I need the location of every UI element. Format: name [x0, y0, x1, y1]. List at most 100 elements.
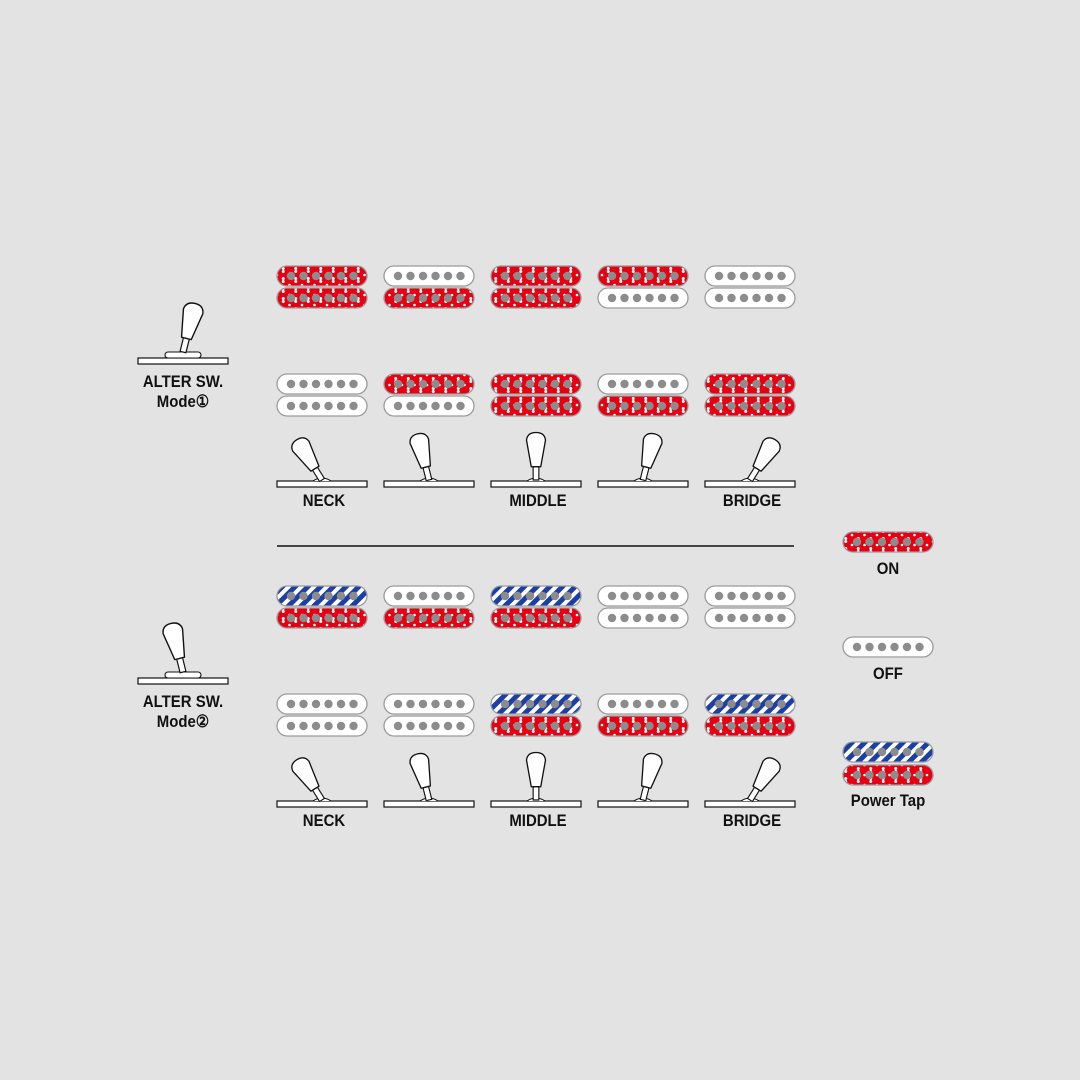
pole-piece	[727, 613, 736, 623]
pickup-row1-pos2	[383, 265, 475, 309]
pole-piece	[670, 293, 679, 303]
alter-mode-label: Mode①	[157, 393, 209, 411]
pole-piece	[286, 271, 296, 281]
coil-body	[490, 265, 582, 287]
selector-lever	[639, 752, 663, 802]
selector-position-1: NECK	[276, 757, 368, 830]
pole-piece	[714, 613, 724, 623]
pole-piece	[525, 293, 535, 303]
coil-body	[383, 607, 475, 629]
pole-piece	[443, 613, 453, 623]
pole-piece	[714, 591, 724, 601]
pole-piece	[311, 699, 321, 709]
legend-off-label: OFF	[873, 665, 903, 683]
selector-lever	[746, 437, 781, 483]
pole-piece	[915, 642, 924, 652]
selector-position-3: MIDDLE	[490, 751, 582, 830]
pickup-coil-on	[383, 607, 475, 629]
pole-piece	[311, 293, 321, 303]
pole-piece	[752, 293, 761, 303]
pickup-coil-on	[597, 265, 689, 287]
selector-position-5: BRIDGE	[704, 757, 796, 830]
pole-piece	[727, 591, 736, 601]
pole-piece	[670, 591, 679, 601]
coil-body	[490, 585, 582, 607]
pole-piece	[349, 293, 358, 303]
pole-piece	[915, 747, 924, 757]
legend-on-label: ON	[877, 560, 899, 578]
pole-piece	[349, 271, 358, 281]
pickup-coil-off	[597, 585, 689, 607]
pole-piece	[915, 770, 924, 780]
pole-piece	[607, 699, 617, 709]
switch-plate	[276, 480, 368, 488]
coil-body	[597, 287, 689, 309]
pole-piece	[890, 537, 899, 547]
pole-piece	[657, 293, 667, 303]
pole-piece	[538, 401, 547, 411]
pickup-row1-pos4	[597, 265, 689, 309]
pickup-coil-tap	[276, 585, 368, 607]
coil-body	[490, 287, 582, 309]
pole-piece	[645, 401, 654, 411]
pole-piece	[657, 591, 667, 601]
pole-piece	[607, 401, 617, 411]
pole-piece	[657, 613, 667, 623]
pole-piece	[500, 379, 510, 389]
pickup-coil-off	[597, 607, 689, 629]
position-label-middle: MIDDLE	[509, 492, 567, 510]
selector-position-2	[383, 432, 475, 488]
pole-piece	[739, 271, 749, 281]
coil-body	[597, 607, 689, 629]
pickup-coil-on	[842, 531, 934, 553]
pole-piece	[525, 699, 535, 709]
pole-piece	[645, 591, 654, 601]
pickup-row2-pos5	[704, 373, 796, 417]
pickup-row2-pos2	[383, 693, 475, 737]
pole-piece	[727, 271, 736, 281]
pole-piece	[739, 293, 749, 303]
pickup-row1-pos3	[490, 585, 582, 629]
pole-piece	[286, 379, 296, 389]
pole-piece	[563, 613, 572, 623]
pole-piece	[443, 379, 453, 389]
pole-piece	[431, 379, 440, 389]
pole-piece	[431, 591, 440, 601]
pole-piece	[311, 591, 321, 601]
pole-piece	[324, 721, 333, 731]
pickup-row2-pos3	[490, 693, 582, 737]
coil-body	[842, 764, 934, 786]
pole-piece	[393, 271, 403, 281]
pole-piece	[324, 379, 333, 389]
pole-piece	[632, 271, 642, 281]
pole-piece	[349, 699, 358, 709]
pole-piece	[865, 642, 874, 652]
pole-piece	[406, 699, 415, 709]
pole-piece	[431, 293, 440, 303]
pole-piece	[563, 293, 572, 303]
pole-piece	[607, 379, 617, 389]
pole-piece	[513, 401, 522, 411]
pole-piece	[286, 613, 296, 623]
pole-piece	[311, 401, 321, 411]
pickup-coil-on	[490, 287, 582, 309]
pole-piece	[607, 591, 617, 601]
pole-piece	[657, 271, 667, 281]
pole-piece	[431, 699, 440, 709]
pole-piece	[714, 721, 724, 731]
pole-piece	[764, 613, 774, 623]
pole-piece	[777, 271, 786, 281]
coil-body	[597, 715, 689, 737]
switch-plate	[137, 677, 229, 685]
pole-piece	[311, 613, 321, 623]
pole-piece	[877, 747, 887, 757]
pole-piece	[311, 721, 321, 731]
pole-piece	[406, 379, 415, 389]
pole-piece	[299, 613, 308, 623]
pickup-coil-on	[490, 373, 582, 395]
pole-piece	[443, 293, 453, 303]
selector-position-3: MIDDLE	[490, 431, 582, 510]
pole-piece	[902, 770, 912, 780]
pole-piece	[752, 401, 761, 411]
pole-piece	[607, 293, 617, 303]
